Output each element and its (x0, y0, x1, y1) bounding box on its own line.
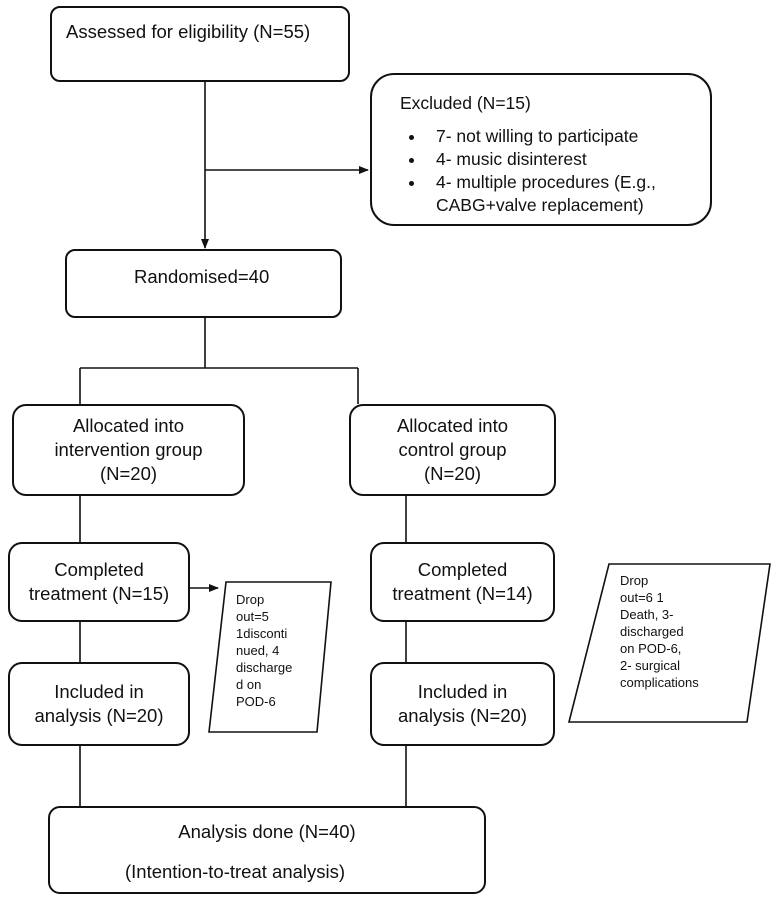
analysis-box: Analysis done (N=40) (Intention-to-treat… (48, 806, 486, 894)
control-allocated-box: Allocated into control group (N=20) (349, 404, 556, 496)
control-completed-line: Completed (417, 559, 508, 580)
control-allocated-line: (N=20) (423, 463, 482, 484)
intervention-allocated-line: intervention group (54, 439, 203, 460)
assessed-text: Assessed for eligibility (N=55) (66, 21, 311, 42)
intervention-dropout-text: Drop out=5 1disconti nued, 4 discharge d… (236, 592, 293, 709)
control-included-line: analysis (N=20) (397, 705, 528, 726)
intervention-completed-line: treatment (N=15) (28, 583, 170, 604)
intervention-included-line: analysis (N=20) (34, 705, 164, 726)
excluded-box: Excluded (N=15) 7- not willing to partic… (370, 73, 712, 226)
intervention-completed-line: Completed (54, 559, 144, 580)
excluded-item: 4- multiple procedures (E.g., CABG+valve… (426, 171, 710, 217)
intervention-allocated-box: Allocated into intervention group (N=20) (12, 404, 245, 496)
excluded-item: 4- music disinterest (426, 148, 710, 171)
assessed-box: Assessed for eligibility (N=55) (50, 6, 350, 82)
control-completed-box: Completed treatment (N=14) (370, 542, 555, 622)
intervention-allocated-line: (N=20) (99, 463, 158, 484)
excluded-item: 7- not willing to participate (426, 125, 710, 148)
control-included-box: Included in analysis (N=20) (370, 662, 555, 746)
intervention-included-line: Included in (54, 681, 144, 702)
control-allocated-line: control group (398, 439, 507, 460)
control-allocated-line: Allocated into (396, 415, 509, 436)
analysis-line-2: (Intention-to-treat analysis) (125, 861, 346, 882)
intervention-completed-box: Completed treatment (N=15) (8, 542, 190, 622)
intervention-allocated-line: Allocated into (72, 415, 185, 436)
dropout-shape-control (567, 563, 771, 723)
randomised-text: Randomised=40 (134, 266, 270, 287)
dropout-shape-intervention (208, 581, 332, 733)
control-included-line: Included in (417, 681, 508, 702)
excluded-title: Excluded (N=15) (400, 93, 531, 113)
analysis-line-1: Analysis done (N=40) (178, 821, 356, 842)
intervention-included-box: Included in analysis (N=20) (8, 662, 190, 746)
control-completed-line: treatment (N=14) (392, 583, 533, 604)
randomised-box: Randomised=40 (65, 249, 342, 318)
control-dropout-text: Drop out=6 1 Death, 3- discharged on POD… (620, 573, 699, 690)
excluded-list: 7- not willing to participate 4- music d… (400, 125, 710, 217)
